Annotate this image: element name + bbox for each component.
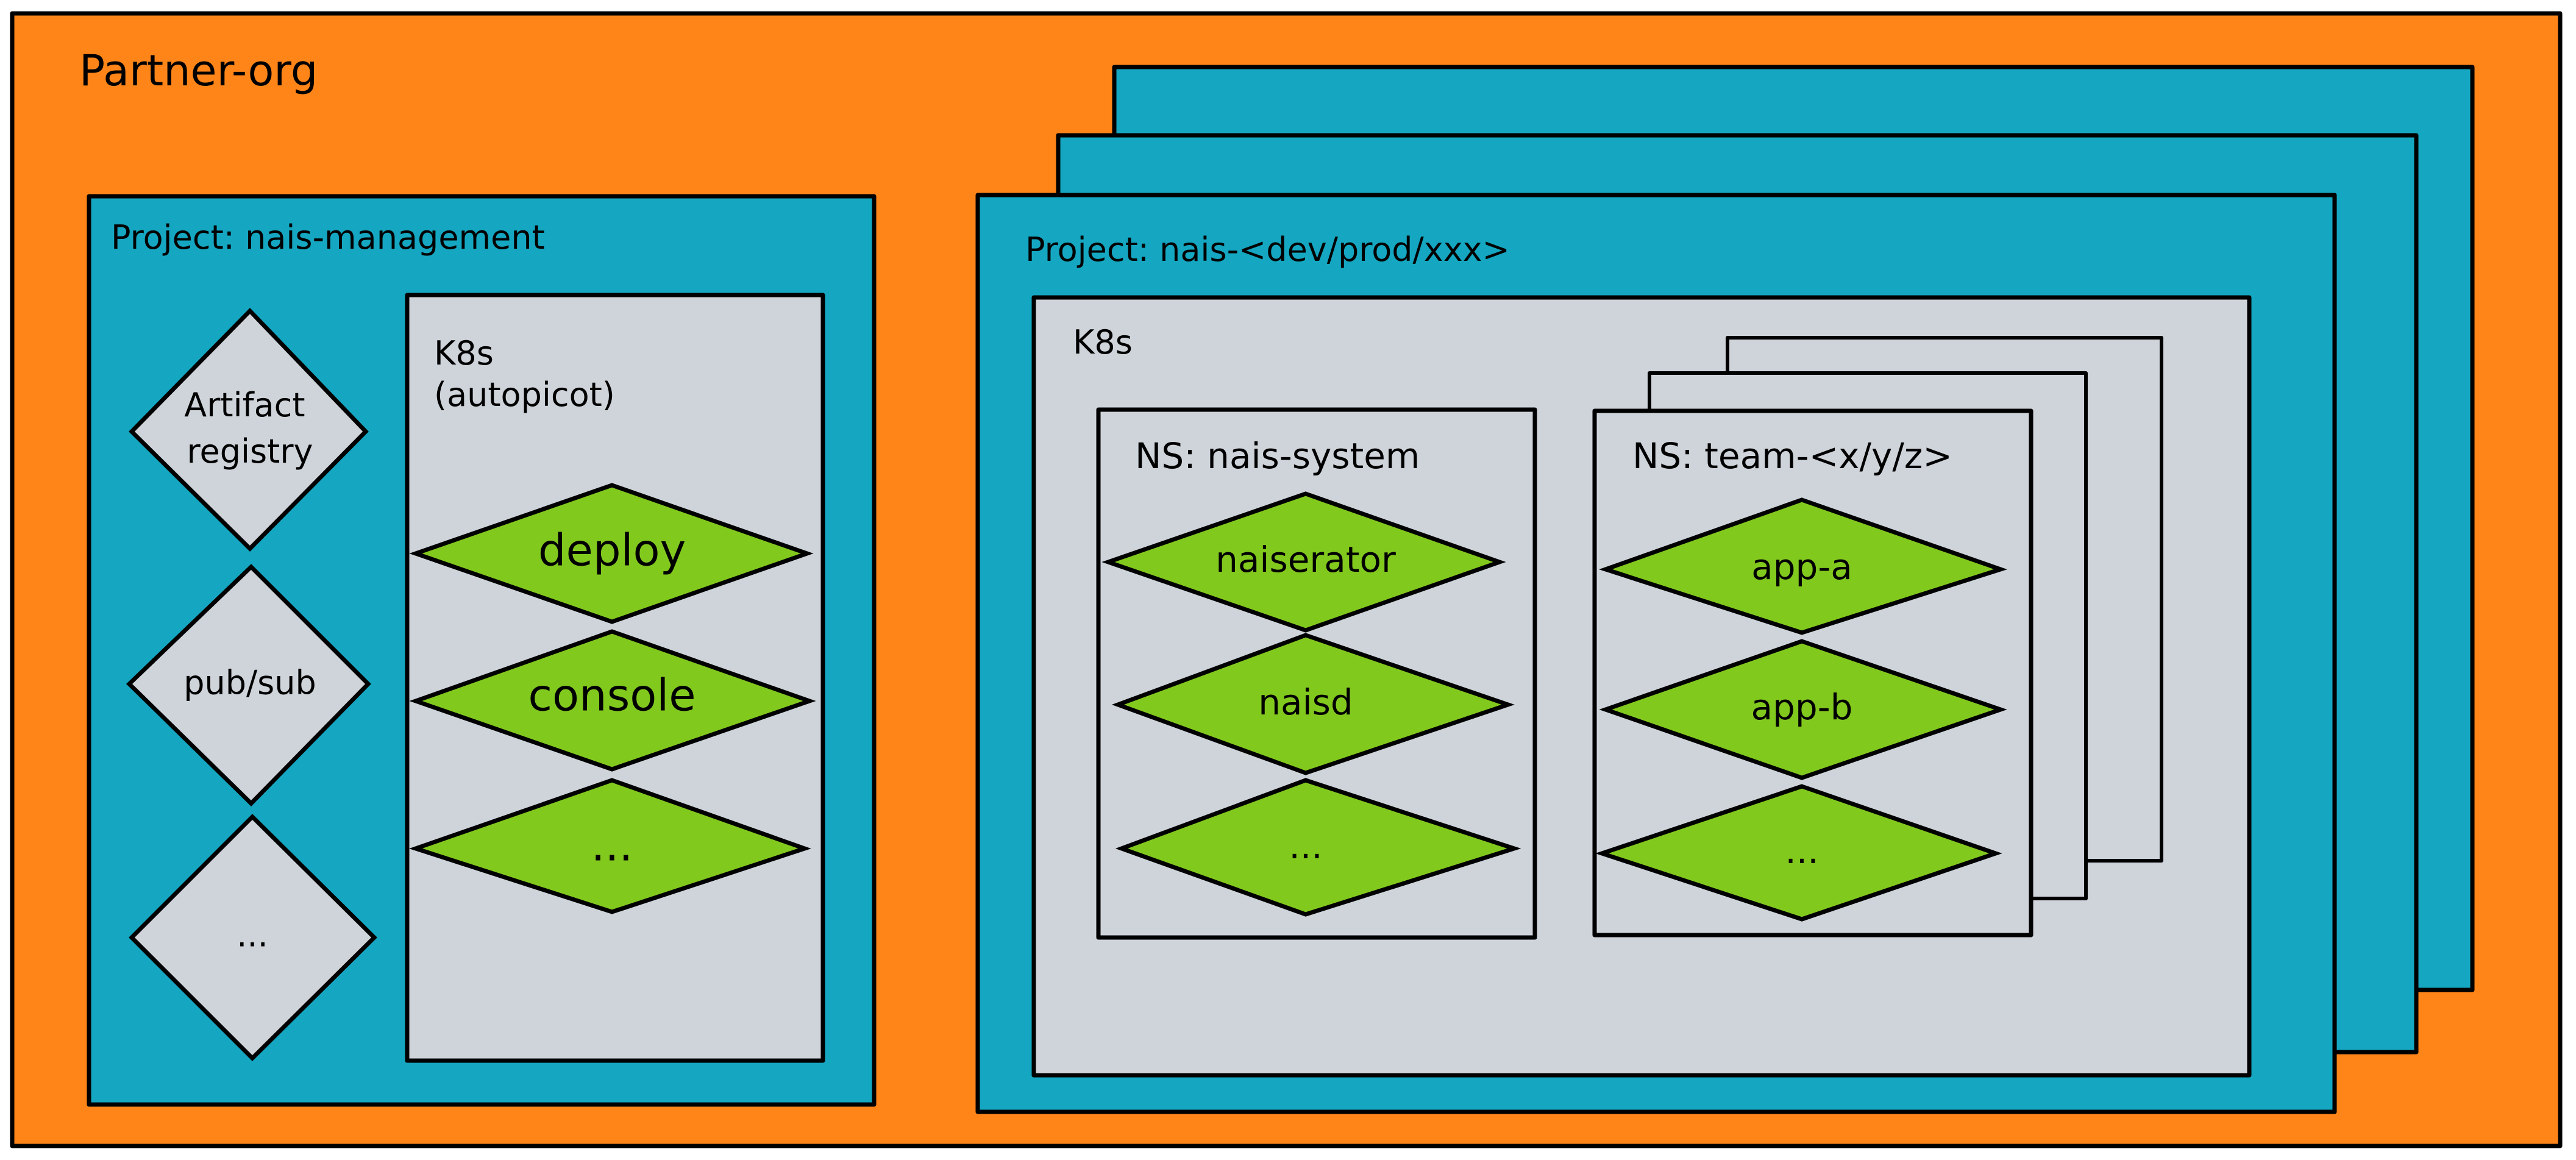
service-label-artifact-registry-line1: Artifact: [184, 386, 305, 424]
workload-label-console: console: [528, 670, 696, 721]
env-cluster-title: K8s: [1073, 323, 1133, 361]
system-label-naisd: naisd: [1258, 681, 1353, 723]
service-diamond-artifact-registry: [129, 307, 369, 552]
workload-diamond-console: [409, 629, 816, 772]
system-namespace-title: NS: nais-system: [1135, 435, 1420, 477]
team-namespace-title: NS: team-<x/y/z>: [1632, 435, 1952, 477]
management-project-title: Project: nais-management: [111, 218, 545, 257]
system-diamond-naisd: [1111, 633, 1515, 775]
system-label-naiserator: naiserator: [1215, 539, 1396, 580]
management-cluster-title-line1: K8s: [434, 334, 494, 372]
team-label-more: ...: [1785, 830, 1818, 872]
team-diamond-app-a: [1599, 497, 2008, 635]
service-label-more: ...: [237, 916, 268, 955]
service-diamond-more: [129, 814, 377, 1061]
workload-label-deploy: deploy: [538, 525, 686, 576]
team-diamond-app-b: [1599, 639, 2007, 780]
system-diamond-naiserator: [1101, 491, 1506, 633]
service-label-pubsub: pub/sub: [183, 664, 316, 702]
team-diamond-more: [1595, 784, 2002, 922]
workload-label-more: ...: [591, 820, 633, 871]
team-label-app-a: app-a: [1751, 546, 1852, 588]
service-label-artifact-registry: Artifact registry: [184, 386, 315, 471]
management-cluster-title: K8s (autopicot): [434, 334, 615, 414]
workload-diamond-more: [408, 778, 811, 914]
system-diamond-more: [1115, 778, 1521, 917]
service-diamond-pubsub: [126, 564, 371, 806]
env-project-title: Project: nais-<dev/prod/xxx>: [1025, 230, 1510, 269]
system-label-more: ...: [1289, 825, 1322, 867]
team-label-app-b: app-b: [1751, 686, 1853, 728]
management-cluster-title-line2: (autopicot): [434, 375, 615, 414]
workload-diamond-deploy: [409, 483, 814, 624]
service-label-artifact-registry-line2: registry: [187, 432, 313, 471]
partner-org-title: Partner-org: [79, 46, 318, 96]
